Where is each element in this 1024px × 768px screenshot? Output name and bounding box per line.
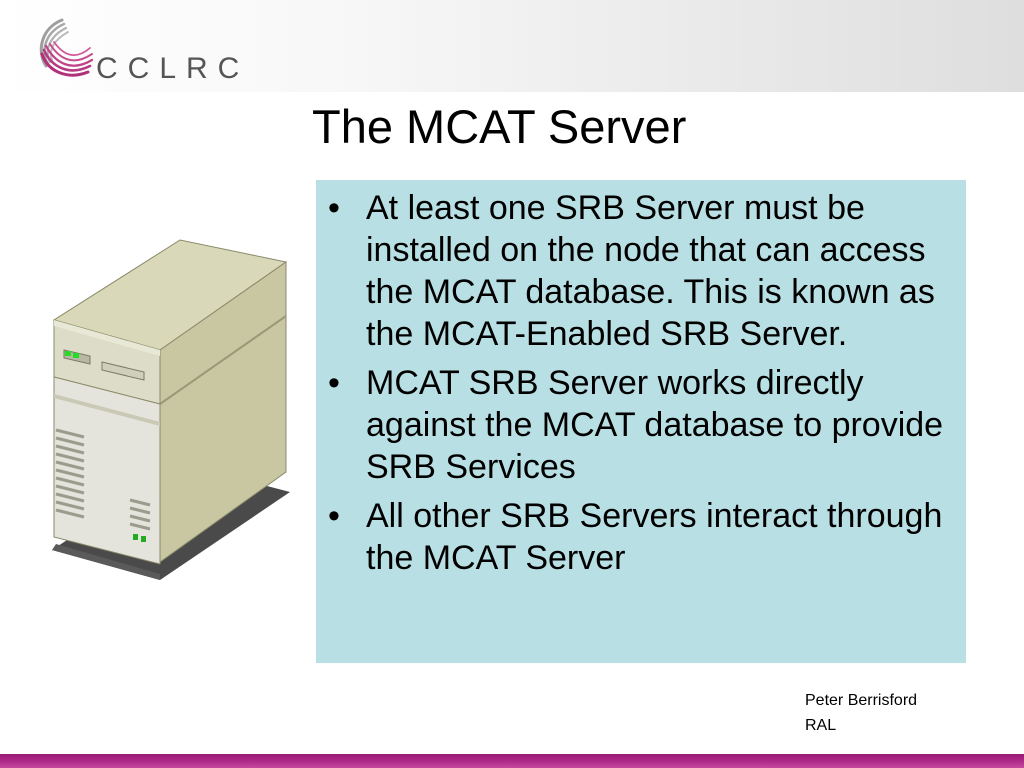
footer: Peter Berrisford RAL <box>805 688 917 738</box>
bullet-mark: • <box>328 364 340 402</box>
footer-author: Peter Berrisford <box>805 692 918 709</box>
bullet-list: • At least one SRB Server must be instal… <box>324 187 950 579</box>
server-tower-icon <box>52 239 290 580</box>
bullet-item: • All other SRB Servers interact through… <box>324 495 950 579</box>
header-band <box>0 0 1024 92</box>
logo-text: CCLRC <box>96 52 250 85</box>
cclrc-swirl-logo-icon <box>39 18 94 77</box>
footer-org: RAL <box>805 717 837 734</box>
bottom-accent-bar <box>0 754 1024 768</box>
bullet-text: At least one SRB Server must be installe… <box>366 189 935 353</box>
cclrc-logo: CCLRC <box>34 14 244 86</box>
server-tower-illustration <box>40 232 300 592</box>
bullet-mark: • <box>328 497 340 535</box>
bullet-item: • At least one SRB Server must be instal… <box>324 187 950 355</box>
slide-title: The MCAT Server <box>312 100 687 153</box>
bullet-text: MCAT SRB Server works directly against t… <box>366 364 944 486</box>
bullet-item: • MCAT SRB Server works directly against… <box>324 362 950 488</box>
bullet-mark: • <box>328 189 340 227</box>
bullet-content-box: • At least one SRB Server must be instal… <box>316 180 966 663</box>
bullet-text: All other SRB Servers interact through t… <box>366 497 943 577</box>
